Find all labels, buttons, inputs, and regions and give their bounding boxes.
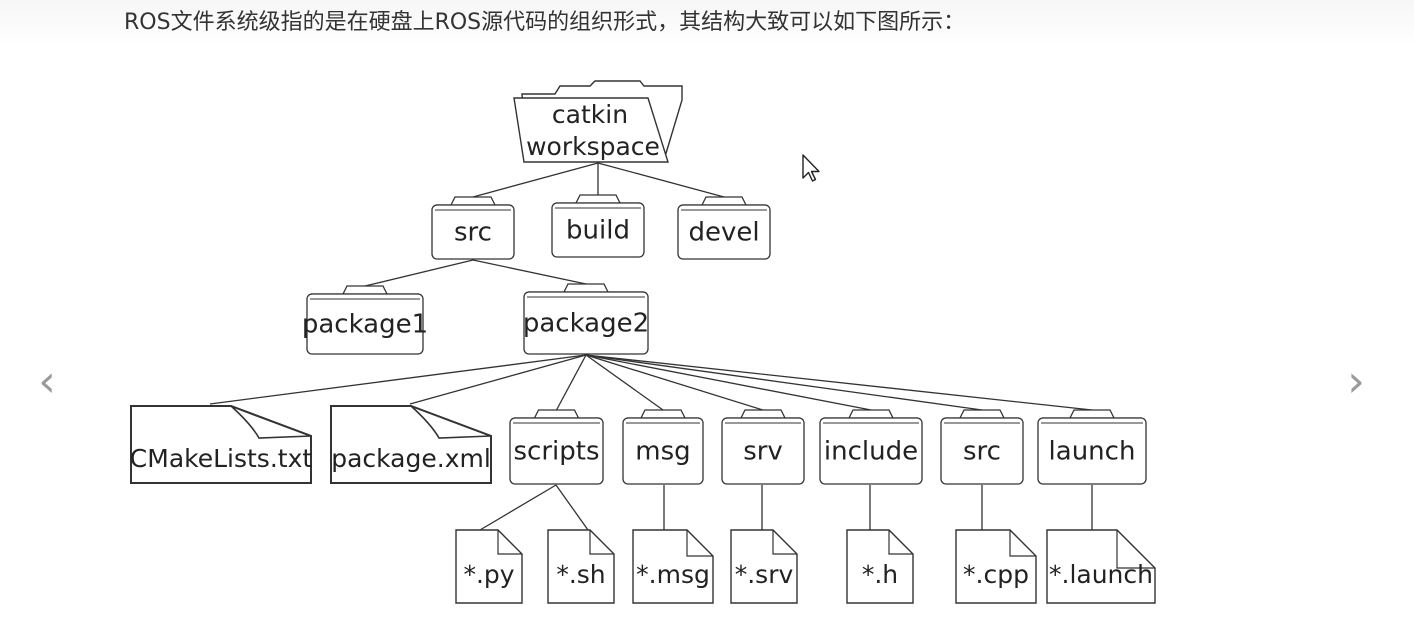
tree-edge [555,354,587,411]
node-label: *.cpp [963,560,1029,589]
mouse-pointer-icon [802,154,820,182]
tree-edge [585,354,983,411]
node-label: *.launch [1049,560,1153,589]
node-label: catkin [552,100,628,129]
node-file-star-cpp: *.cpp [955,529,1037,604]
tree-edge [597,162,725,198]
tree-edge [209,354,587,405]
node-build: build [551,194,645,258]
node-srv: srv [721,409,805,485]
tree-edges [209,162,1093,531]
node-label: src [454,218,492,248]
tree-edge [409,354,587,405]
node-file-star-launch: *.launch [1046,529,1156,604]
tree-edge [585,354,1093,411]
node-msg: msg [622,409,704,485]
node-label: devel [688,218,759,248]
node-label: launch [1049,437,1136,467]
node-launch: launch [1037,409,1147,485]
node-catkin-workspace: catkin workspace [513,80,683,163]
caption-bar: ROS文件系统级指的是在硬盘上ROS源代码的组织形式，其结构大致可以如下图所示： [0,0,1414,46]
node-include: include [819,409,923,485]
tree-edge [585,354,872,411]
tree-edge [585,354,764,411]
node-label: scripts [514,437,600,467]
tree-edge [479,484,557,531]
tree-edge [364,259,474,287]
node-label: include [824,437,918,467]
node-cmakelists-txt: CMakeLists.txt [130,405,313,484]
tree-edge [585,354,664,411]
node-label: *.py [463,560,514,589]
chevron-left-icon[interactable]: ‹ [38,356,56,407]
node-label: *.sh [556,560,605,589]
node-package2: package2 [523,283,649,355]
node-src-root: src [431,196,515,260]
node-file-star-msg: *.msg [632,529,714,604]
tree-edge [472,259,587,285]
node-label: *.srv [735,560,794,589]
node-label: srv [743,437,783,467]
node-file-star-h: *.h [846,529,914,604]
node-label: package1 [302,310,428,340]
node-package1: package1 [302,285,428,355]
node-label: build [566,216,630,246]
node-devel: devel [677,196,771,260]
tree-edge [555,484,589,531]
node-label: *.h [862,560,898,589]
node-file-star-sh: *.sh [547,529,615,604]
node-label: CMakeLists.txt [130,444,313,473]
caption-text: ROS文件系统级指的是在硬盘上ROS源代码的组织形式，其结构大致可以如下图所示： [124,10,966,35]
chevron-right-icon[interactable]: › [1347,356,1365,407]
node-label: src [963,437,1001,467]
tree-nodes: catkin workspace src build devel package1 pack… [130,80,1156,604]
node-label: *.msg [636,560,710,589]
tree-edge [472,162,599,198]
node-label: workspace [526,132,660,161]
node-src-pkg: src [940,409,1024,485]
node-label: package2 [523,309,649,339]
node-label: msg [635,437,690,467]
node-scripts: scripts [509,409,604,485]
node-package-xml: package.xml [330,405,492,484]
node-label: package.xml [331,444,491,473]
node-file-star-py: *.py [455,529,523,604]
node-file-star-srv: *.srv [730,529,798,604]
